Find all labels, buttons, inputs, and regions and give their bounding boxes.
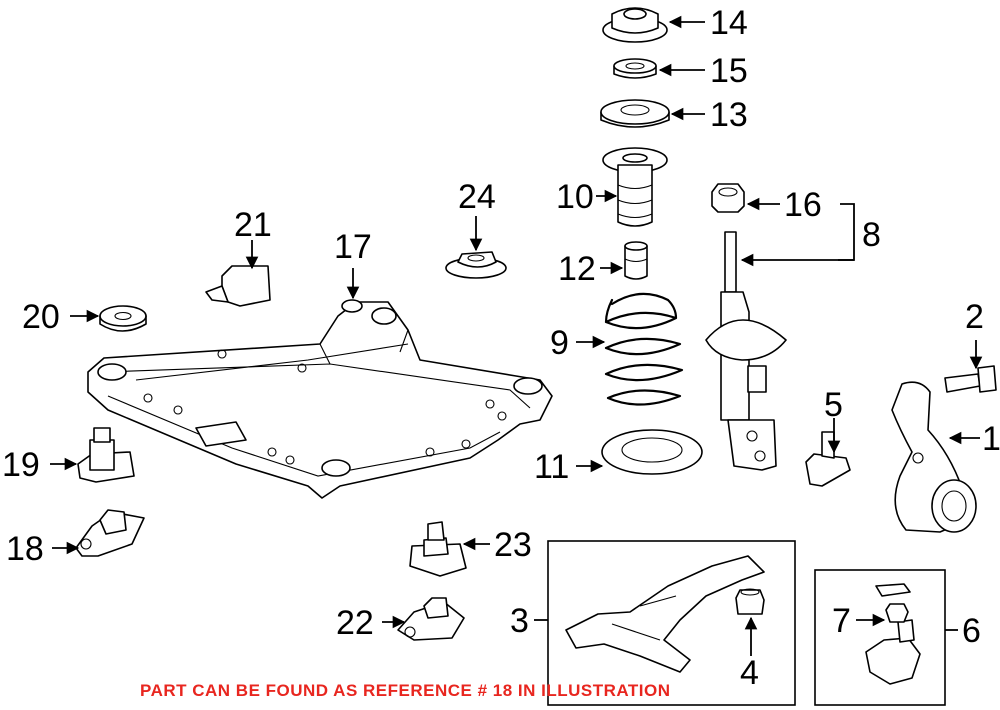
callout-16: 16	[784, 186, 822, 224]
nut-part-7	[885, 603, 909, 623]
callout-14: 14	[710, 4, 748, 42]
bearing-part-15	[613, 58, 657, 79]
callout-18: 18	[6, 530, 44, 568]
control-arm-part-3	[565, 555, 765, 673]
bracket-part-5	[805, 431, 851, 487]
strut-assembly-part-8	[705, 231, 787, 471]
callout-4: 4	[740, 654, 759, 692]
callout-21: 21	[234, 206, 272, 244]
callout-12: 12	[558, 250, 596, 288]
bracket-part-21	[205, 265, 271, 307]
callout-9: 9	[550, 324, 569, 362]
bushing-part-23	[409, 521, 467, 577]
callout-arrows	[50, 15, 983, 656]
bump-stop-part-12	[624, 241, 648, 280]
bushing-part-4	[735, 588, 765, 615]
callout-17: 17	[334, 228, 372, 266]
bushing-part-19	[77, 427, 135, 483]
reference-note: PART CAN BE FOUND AS REFERENCE # 18 IN I…	[140, 681, 671, 700]
callout-11: 11	[534, 448, 569, 486]
callout-2: 2	[965, 298, 984, 336]
upper-spring-seat-part-13	[600, 99, 670, 128]
callout-7: 7	[832, 602, 851, 640]
callout-1: 1	[982, 420, 1000, 458]
washer-part-20	[99, 305, 147, 332]
callout-6: 6	[962, 612, 981, 650]
callout-20: 20	[22, 298, 60, 336]
lower-spring-seat-part-11	[601, 429, 703, 475]
callout-13: 13	[710, 96, 748, 134]
callout-5: 5	[824, 386, 843, 424]
ball-joint-box	[814, 569, 946, 706]
callout-8: 8	[862, 216, 881, 254]
bolt-part-2	[944, 365, 997, 393]
callout-19: 19	[2, 446, 40, 484]
mount-part-24	[445, 251, 507, 279]
mount-part-18	[75, 509, 145, 557]
mount-part-22	[397, 597, 465, 641]
callout-24: 24	[458, 178, 496, 216]
strut-mount-part-14	[602, 7, 668, 43]
callout-23: 23	[494, 526, 532, 564]
upper-insulator-part-10	[602, 147, 668, 227]
callout-3: 3	[510, 602, 529, 640]
control-arm-box	[547, 540, 796, 706]
steering-knuckle-part-1	[891, 381, 977, 533]
callout-15: 15	[710, 52, 748, 90]
callout-10: 10	[556, 178, 594, 216]
subframe-part-17	[87, 299, 553, 499]
ball-joint-part-6	[865, 583, 921, 685]
nut-part-16	[711, 183, 745, 213]
callout-22: 22	[336, 604, 374, 642]
coil-spring-part-9	[604, 292, 684, 406]
